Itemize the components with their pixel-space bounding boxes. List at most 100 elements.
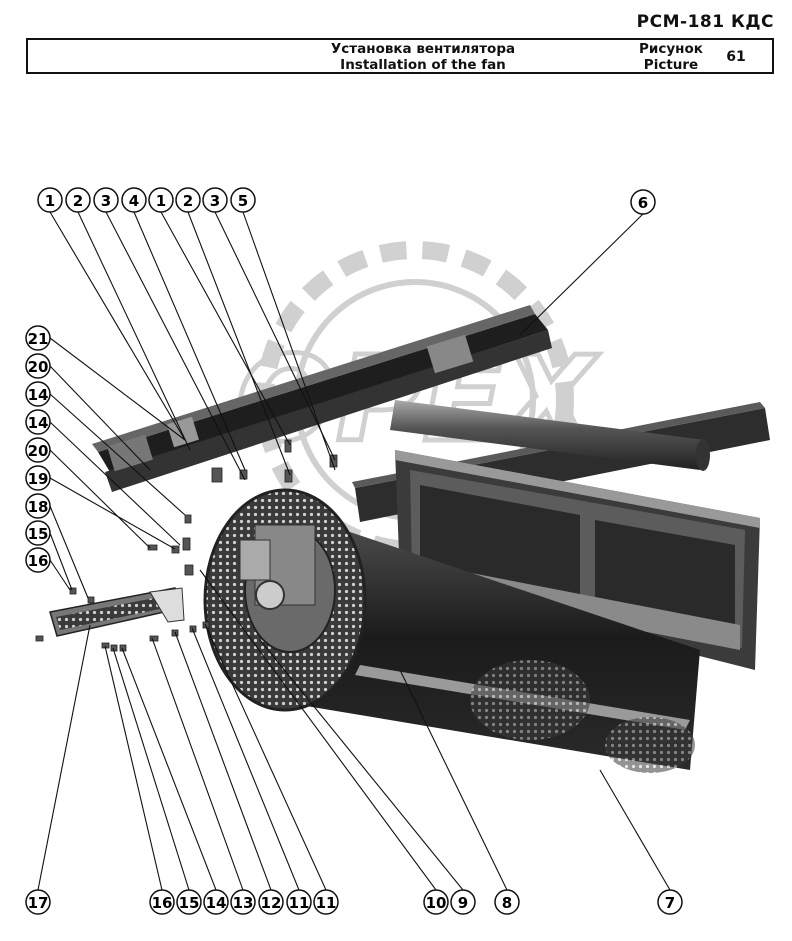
leader-line bbox=[49, 505, 89, 599]
svg-text:20: 20 bbox=[28, 358, 49, 376]
callout-left-4: 14 bbox=[25, 409, 51, 435]
svg-text:20: 20 bbox=[28, 442, 49, 460]
callout-left-2: 20 bbox=[25, 353, 51, 379]
leader-line bbox=[49, 337, 186, 441]
picture-number: 61 bbox=[726, 49, 746, 65]
callout-left-5: 20 bbox=[25, 437, 51, 463]
svg-text:5: 5 bbox=[238, 192, 248, 210]
fan-housing bbox=[395, 450, 760, 670]
svg-text:16: 16 bbox=[28, 552, 49, 570]
callout-bottom-12: 7 bbox=[657, 889, 683, 915]
leader-line bbox=[174, 631, 272, 891]
callout-bottom-5: 13 bbox=[230, 889, 256, 915]
svg-text:19: 19 bbox=[28, 470, 49, 488]
callout-bottom-1: 17 bbox=[25, 889, 51, 915]
leader-line bbox=[599, 769, 671, 891]
svg-text:15: 15 bbox=[179, 894, 200, 912]
svg-text:14: 14 bbox=[28, 414, 49, 432]
leader-line bbox=[49, 365, 151, 471]
leader-line bbox=[151, 637, 244, 891]
leader-line bbox=[49, 477, 176, 550]
perforated-guard-plate bbox=[49, 587, 185, 637]
leader-line bbox=[104, 645, 163, 891]
leader-line bbox=[77, 211, 191, 451]
callout-top-1: 1 bbox=[37, 187, 63, 213]
callout-leader-lines bbox=[37, 211, 671, 891]
leader-line bbox=[187, 211, 291, 476]
callout-bottom-4: 14 bbox=[203, 889, 229, 915]
callout-top-5: 1 bbox=[148, 187, 174, 213]
svg-text:9: 9 bbox=[458, 894, 468, 912]
svg-text:14: 14 bbox=[28, 386, 49, 404]
title-en: Installation of the fan bbox=[340, 57, 506, 73]
leader-line bbox=[160, 211, 291, 446]
leader-line bbox=[519, 213, 644, 336]
callout-bottom-3: 15 bbox=[176, 889, 202, 915]
model-code: РСМ-181 КДС bbox=[636, 12, 774, 32]
callouts-left: 21 20 14 14 20 19 18 15 16 bbox=[25, 325, 51, 573]
callout-left-6: 19 bbox=[25, 465, 51, 491]
picture-label-en: Picture bbox=[643, 57, 699, 73]
leader-line bbox=[49, 211, 186, 441]
callout-left-1: 21 bbox=[25, 325, 51, 351]
leader-line bbox=[105, 211, 246, 481]
svg-text:7: 7 bbox=[665, 894, 675, 912]
leader-line bbox=[49, 421, 181, 546]
callout-bottom-7: 11 bbox=[286, 889, 312, 915]
callout-left-3: 14 bbox=[25, 381, 51, 407]
svg-text:13: 13 bbox=[233, 894, 254, 912]
svg-text:17: 17 bbox=[28, 894, 49, 912]
svg-text:2: 2 bbox=[183, 192, 193, 210]
callout-top-7: 3 bbox=[202, 187, 228, 213]
callout-top-3: 3 bbox=[93, 187, 119, 213]
title-ru: Установка вентилятора bbox=[330, 41, 516, 57]
svg-text:6: 6 bbox=[638, 194, 648, 212]
leader-line bbox=[399, 669, 508, 891]
leader-line bbox=[112, 647, 190, 891]
callout-bottom-9: 10 bbox=[423, 889, 449, 915]
fan-shaft bbox=[390, 400, 710, 471]
svg-text:4: 4 bbox=[129, 192, 139, 210]
callout-bottom-11: 8 bbox=[494, 889, 520, 915]
callout-left-9: 16 bbox=[25, 547, 51, 573]
callout-bottom-10: 9 bbox=[450, 889, 476, 915]
svg-text:18: 18 bbox=[28, 498, 49, 516]
svg-text:14: 14 bbox=[206, 894, 227, 912]
callout-bottom-8: 11 bbox=[313, 889, 339, 915]
picture-label-ru: Рисунок bbox=[639, 41, 703, 57]
svg-text:3: 3 bbox=[101, 192, 111, 210]
leader-line bbox=[242, 211, 336, 471]
svg-text:16: 16 bbox=[152, 894, 173, 912]
callout-left-7: 18 bbox=[25, 493, 51, 519]
callout-bottom-2: 16 bbox=[149, 889, 175, 915]
svg-text:21: 21 bbox=[28, 330, 49, 348]
callout-bottom-6: 12 bbox=[258, 889, 284, 915]
leader-line bbox=[259, 639, 464, 891]
leader-line bbox=[37, 624, 91, 891]
callouts-bottom: 17 16 15 14 13 12 11 11 10 9 8 7 bbox=[25, 889, 683, 915]
callout-left-8: 15 bbox=[25, 520, 51, 546]
leader-line bbox=[49, 449, 151, 549]
callout-top-6: 2 bbox=[175, 187, 201, 213]
leader-line bbox=[191, 627, 300, 891]
callouts-top: 1 2 3 4 1 2 3 5 6 bbox=[37, 187, 656, 215]
svg-text:11: 11 bbox=[316, 894, 337, 912]
fan-drum bbox=[270, 505, 700, 773]
svg-text:8: 8 bbox=[502, 894, 512, 912]
svg-text:1: 1 bbox=[45, 192, 55, 210]
svg-text:3: 3 bbox=[210, 192, 220, 210]
leader-line bbox=[49, 532, 73, 591]
callout-top-9: 6 bbox=[630, 189, 656, 215]
svg-text:11: 11 bbox=[289, 894, 310, 912]
leader-line bbox=[204, 623, 327, 891]
svg-text:1: 1 bbox=[156, 192, 166, 210]
title-block: Установка вентилятора Installation of th… bbox=[26, 38, 774, 74]
leader-line bbox=[199, 569, 437, 891]
svg-text:2: 2 bbox=[73, 192, 83, 210]
leader-line bbox=[49, 559, 71, 591]
svg-text:15: 15 bbox=[28, 525, 49, 543]
leader-line bbox=[121, 647, 217, 891]
drum-front-end bbox=[203, 488, 367, 712]
callout-top-2: 2 bbox=[65, 187, 91, 213]
